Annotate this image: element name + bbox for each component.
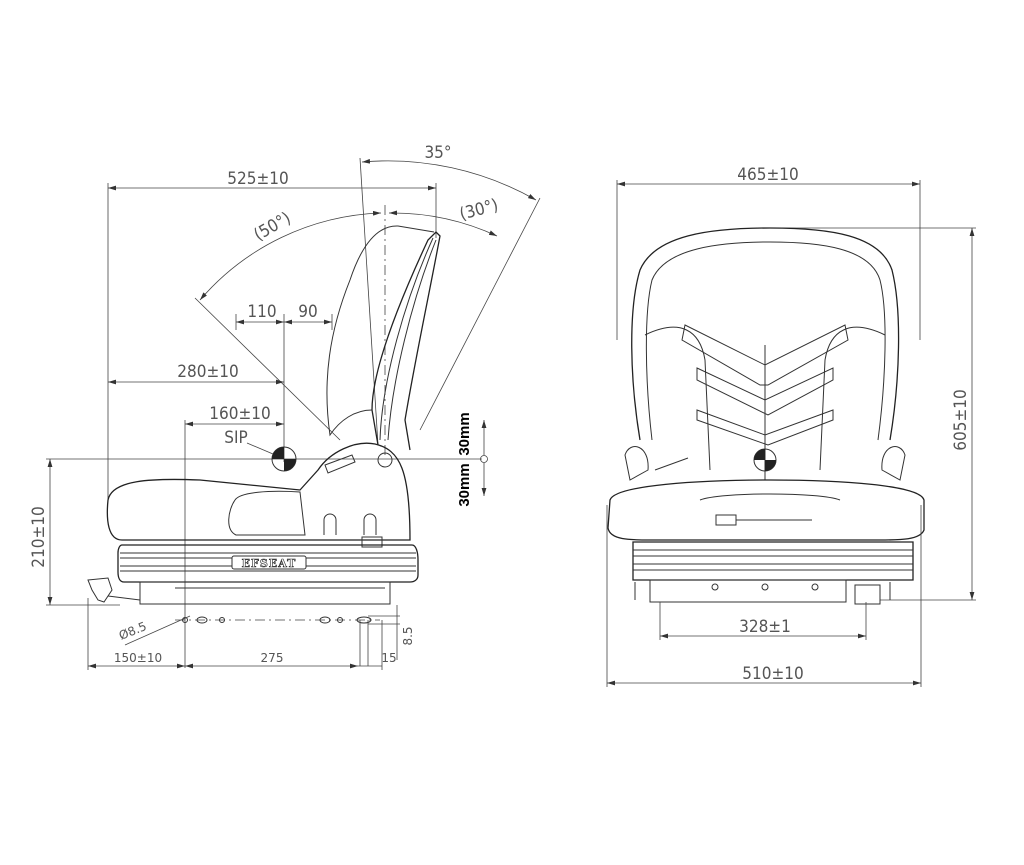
svg-text:90: 90 (298, 302, 317, 322)
dimension-vertical-travel: 30mm 30mm (456, 412, 488, 507)
dimension-sip-height: 210±10 (29, 459, 120, 606)
svg-text:525±10: 525±10 (227, 169, 288, 189)
svg-text:8.5: 8.5 (401, 626, 415, 645)
seat-front-outline (607, 227, 925, 605)
svg-text:30mm: 30mm (456, 463, 473, 506)
svg-text:EFSEAT: EFSEAT (242, 557, 297, 570)
dimension-rail-positions: 150±10 275 15 8.5 (87, 598, 415, 670)
svg-text:(50°): (50°) (251, 208, 295, 245)
svg-text:35°: 35° (424, 143, 451, 163)
front-view: 465±10 605±10 (606, 165, 976, 687)
dimension-fore-aft-adjust: 110 90 (235, 302, 333, 462)
dimension-sip-to-rail: 160±10 (184, 404, 284, 668)
svg-text:15: 15 (381, 651, 396, 665)
svg-text:150±10: 150±10 (114, 651, 162, 665)
seat-side-outline: EFSEAT (87, 225, 441, 605)
dimension-sip-to-back: 280±10 (108, 362, 284, 385)
svg-text:510±10: 510±10 (742, 664, 803, 684)
svg-text:(30°): (30°) (458, 195, 501, 224)
dimension-back-width: 465±10 (616, 165, 921, 340)
rail-hole-pattern (175, 605, 400, 666)
svg-text:465±10: 465±10 (737, 165, 798, 185)
dimension-mount-width: 328±1 (659, 602, 867, 640)
dimension-total-height: 605±10 (770, 227, 976, 601)
svg-text:SIP: SIP (224, 428, 247, 448)
svg-text:160±10: 160±10 (209, 404, 270, 424)
sip-marker: SIP (46, 428, 482, 472)
svg-text:210±10: 210±10 (29, 506, 49, 567)
dimension-overall-width: 510±10 (606, 505, 922, 687)
svg-text:Ø8.5: Ø8.5 (117, 619, 149, 643)
svg-text:110: 110 (247, 302, 276, 322)
svg-text:280±10: 280±10 (177, 362, 238, 382)
side-view: 525±10 (50°) (30°) 35° 110 90 (29, 143, 541, 670)
svg-text:275: 275 (261, 651, 284, 665)
svg-text:328±1: 328±1 (739, 617, 791, 637)
svg-text:605±10: 605±10 (951, 389, 971, 450)
svg-text:30mm: 30mm (456, 412, 473, 455)
